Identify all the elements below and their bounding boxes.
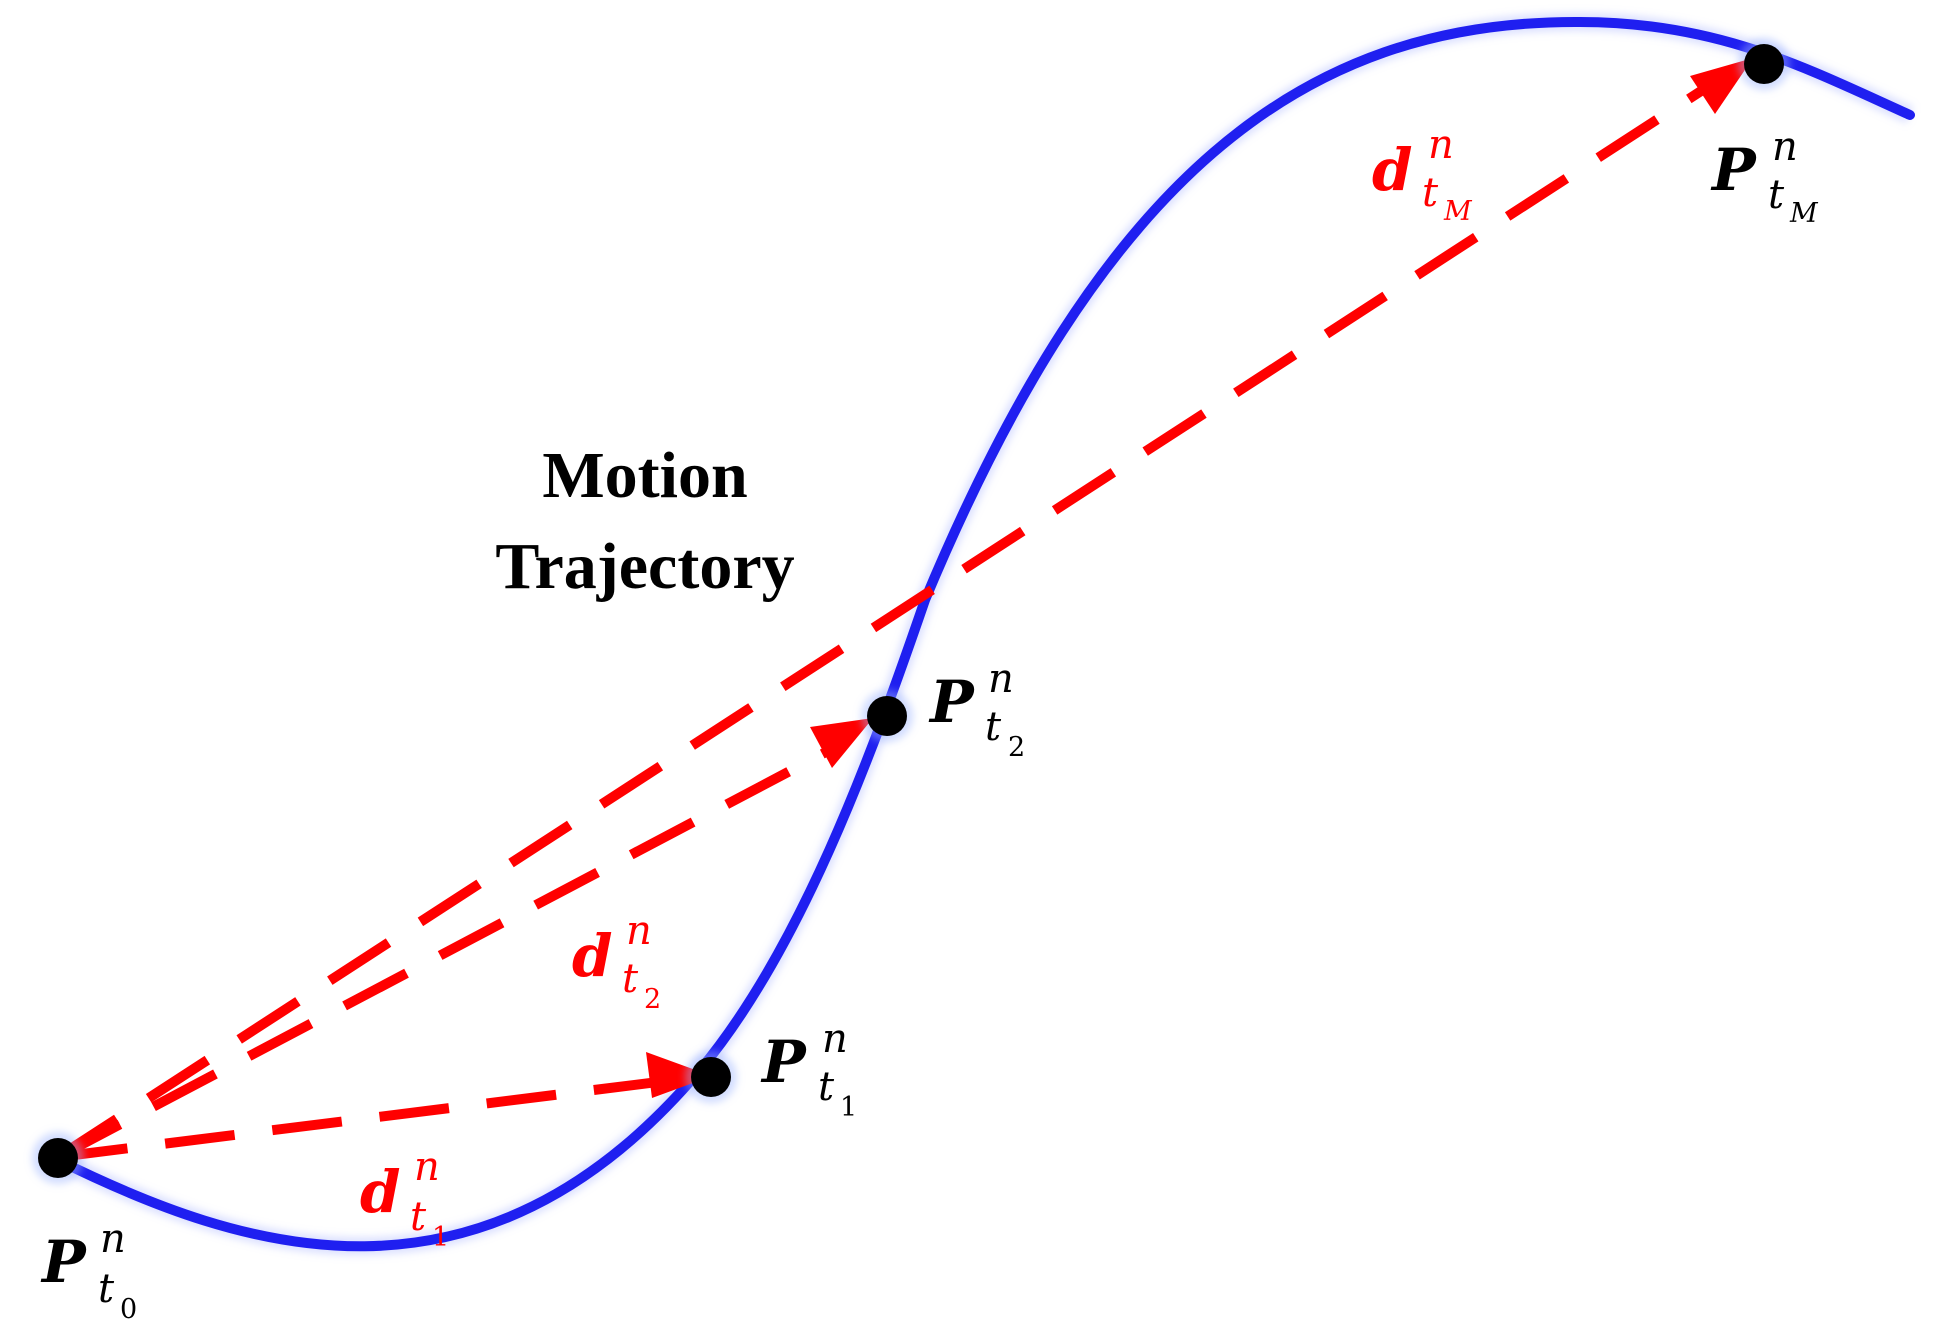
label-d-t2-subsub: 2 [644,984,661,1015]
point-p-tM [1744,44,1784,84]
label-d-tM: d n t M [1372,122,1473,227]
label-d-tM-sub: t [1422,170,1439,216]
vector-d-tM-line [55,75,1721,1162]
point-p-t0 [38,1138,78,1178]
label-p-t1-subsub: 1 [840,1092,857,1123]
trajectory-curve-group [53,12,1915,1256]
label-d-t1-sup: n [414,1144,440,1190]
label-p-t0-sup: n [100,1216,126,1262]
vector-d-t2-line [55,737,848,1162]
label-d-t2-sup: n [626,908,652,954]
label-p-tM: P n t M [1710,124,1819,229]
trajectory-curve [53,16,1915,1252]
label-d-t1-sub: t [410,1194,427,1240]
label-p-t2: P n t 2 [928,656,1025,763]
label-d-t2: d n t 2 [572,908,661,1015]
caption: Motion Trajectory [495,439,794,603]
caption-line-1: Motion [542,439,747,512]
label-p-t1-sub: t [818,1064,835,1110]
label-p-t0-base: P [40,1228,87,1296]
label-d-t1-base: d [360,1158,401,1226]
trajectory-points [32,38,1790,1184]
vector-d-tM-arrowhead [1690,58,1753,114]
label-p-t2-base: P [928,668,975,736]
label-p-tM-sub: t [1768,172,1785,218]
point-labels: P n t 0 P n t 1 P n t 2 P n t M [40,124,1819,1325]
vector-d-t2-arrowhead [810,718,873,768]
point-p-t1 [691,1057,731,1097]
label-d-t1-subsub: 1 [432,1222,449,1253]
label-p-t2-subsub: 2 [1008,732,1025,763]
label-p-t1-sup: n [822,1016,848,1062]
label-p-t0-sub: t [98,1266,115,1312]
label-p-t2-sup: n [988,656,1014,702]
vector-labels: d n t 1 d n t 2 d n t M [360,122,1473,1253]
label-p-t0: P n t 0 [40,1216,137,1325]
point-p-t2 [867,696,907,736]
label-d-tM-subsub: M [1443,196,1473,227]
vector-d-t1-arrowhead [646,1052,712,1098]
caption-line-2: Trajectory [495,530,794,603]
label-p-tM-subsub: M [1789,198,1819,229]
displacement-vectors [55,58,1753,1162]
label-p-t0-subsub: 0 [120,1294,137,1325]
label-d-t2-sub: t [622,956,639,1002]
label-d-t1: d n t 1 [360,1144,449,1253]
label-p-tM-sup: n [1772,124,1798,170]
label-p-t1: P n t 1 [760,1016,857,1123]
label-d-tM-sup: n [1428,122,1454,168]
trajectory-curve-shadow [54,12,1914,1256]
label-p-t1-base: P [760,1028,807,1096]
label-d-t2-base: d [572,922,613,990]
label-d-tM-base: d [1372,136,1413,204]
label-p-tM-base: P [1710,136,1757,204]
label-p-t2-sub: t [985,704,1002,750]
